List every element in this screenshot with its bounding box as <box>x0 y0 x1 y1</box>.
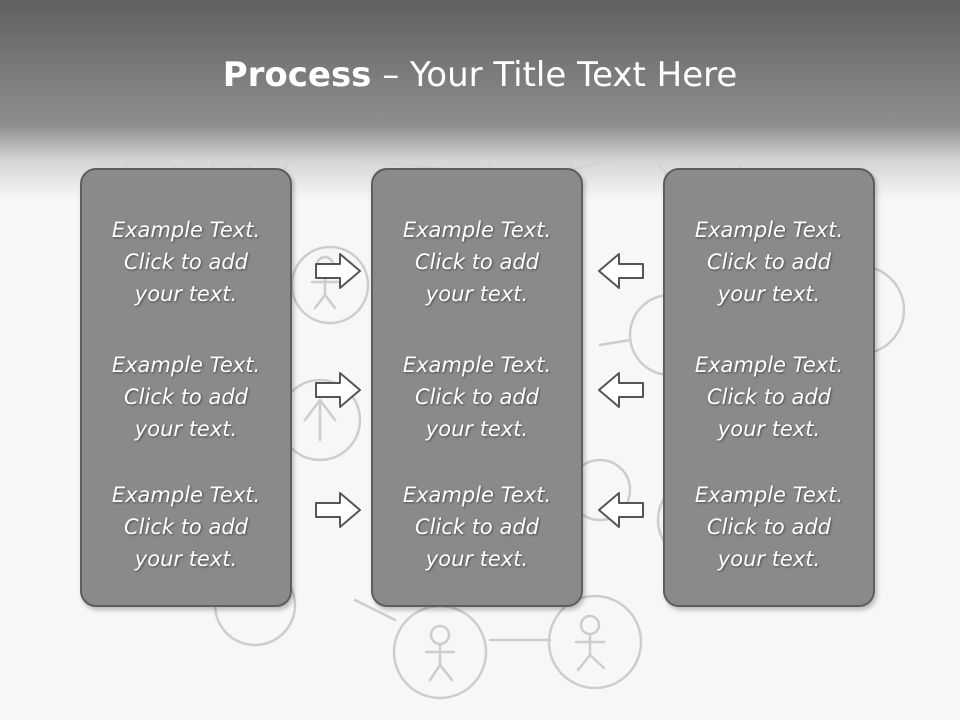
text-line: your text. <box>134 282 238 306</box>
arrow-left-icon[interactable] <box>597 251 645 291</box>
text-placeholder[interactable]: Example Text. Click to add your text. <box>373 349 581 445</box>
text-line: Example Text. <box>111 353 261 377</box>
title-banner <box>0 0 960 200</box>
text-placeholder[interactable]: Example Text. Click to add your text. <box>665 479 873 575</box>
text-line: your text. <box>425 547 529 571</box>
text-line: your text. <box>425 282 529 306</box>
slide-title[interactable]: Process – Your Title Text Here <box>0 52 960 98</box>
text-placeholder[interactable]: Example Text. Click to add your text. <box>665 214 873 310</box>
text-line: Example Text. <box>694 353 844 377</box>
text-line: your text. <box>134 547 238 571</box>
process-column-center: Example Text. Click to add your text. Ex… <box>371 168 583 607</box>
text-placeholder[interactable]: Example Text. Click to add your text. <box>82 349 290 445</box>
text-line: Click to add <box>414 250 539 274</box>
title-bold: Process <box>222 55 372 95</box>
arrow-left-icon[interactable] <box>597 370 645 410</box>
text-line: your text. <box>134 417 238 441</box>
text-line: Click to add <box>414 515 539 539</box>
arrow-left-icon[interactable] <box>597 490 645 530</box>
text-line: Click to add <box>123 385 248 409</box>
text-line: Example Text. <box>694 483 844 507</box>
text-placeholder[interactable]: Example Text. Click to add your text. <box>82 479 290 575</box>
arrow-right-icon[interactable] <box>314 251 362 291</box>
text-line: Example Text. <box>402 218 552 242</box>
text-line: your text. <box>717 547 821 571</box>
text-placeholder[interactable]: Example Text. Click to add your text. <box>665 349 873 445</box>
text-line: Example Text. <box>402 483 552 507</box>
text-line: Click to add <box>706 385 831 409</box>
text-placeholder[interactable]: Example Text. Click to add your text. <box>373 479 581 575</box>
title-rest: – Your Title Text Here <box>371 55 738 95</box>
process-column-right: Example Text. Click to add your text. Ex… <box>663 168 875 607</box>
arrow-right-icon[interactable] <box>314 490 362 530</box>
text-line: Click to add <box>123 515 248 539</box>
text-line: Example Text. <box>694 218 844 242</box>
text-line: Example Text. <box>402 353 552 377</box>
text-line: your text. <box>717 282 821 306</box>
text-line: your text. <box>425 417 529 441</box>
text-line: Click to add <box>706 515 831 539</box>
text-line: Example Text. <box>111 483 261 507</box>
text-line: Click to add <box>414 385 539 409</box>
text-line: Example Text. <box>111 218 261 242</box>
text-placeholder[interactable]: Example Text. Click to add your text. <box>373 214 581 310</box>
text-line: Click to add <box>123 250 248 274</box>
text-line: Click to add <box>706 250 831 274</box>
text-placeholder[interactable]: Example Text. Click to add your text. <box>82 214 290 310</box>
arrow-right-icon[interactable] <box>314 370 362 410</box>
process-column-left: Example Text. Click to add your text. Ex… <box>80 168 292 607</box>
text-line: your text. <box>717 417 821 441</box>
